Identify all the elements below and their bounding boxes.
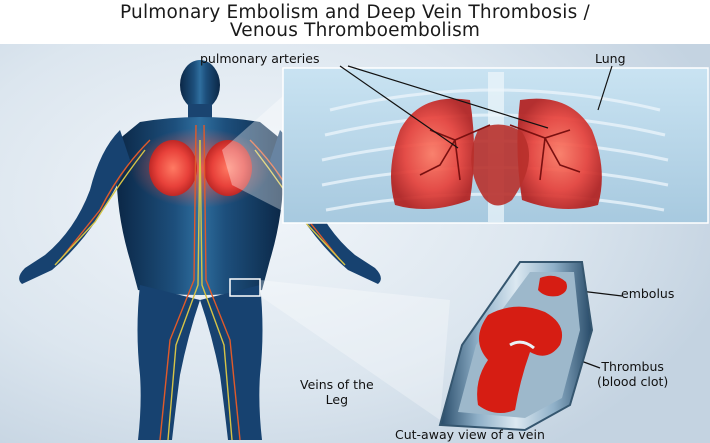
label-thrombus-line-1: Thrombus	[597, 359, 668, 374]
label-veins-line-2: Leg	[300, 392, 374, 407]
label-lung: Lung	[595, 52, 626, 66]
title-line-2: Venous Thromboembolism	[0, 21, 710, 40]
label-thrombus-line-2: (blood clot)	[597, 374, 668, 389]
label-cutaway-view: Cut-away view of a vein	[395, 428, 545, 442]
body-left-lung	[149, 140, 197, 196]
label-veins-of-leg: Veins of the Leg	[300, 377, 374, 407]
head	[180, 60, 220, 110]
label-thrombus: Thrombus (blood clot)	[597, 359, 668, 389]
label-pulmonary-arteries: pulmonary arteries	[200, 52, 319, 66]
chest-inset	[222, 68, 708, 225]
label-veins-line-1: Veins of the	[300, 377, 374, 392]
label-embolus: embolus	[621, 287, 674, 301]
